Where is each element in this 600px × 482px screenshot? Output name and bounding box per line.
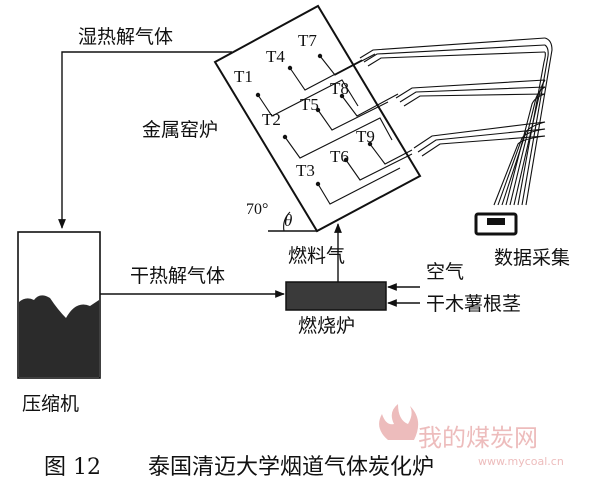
watermark-name: 我的煤炭网 bbox=[418, 424, 538, 452]
thermocouple-wires-internal bbox=[257, 53, 413, 205]
label-data-acquisition: 数据采集 bbox=[494, 247, 570, 269]
label-wet-gas: 湿热解气体 bbox=[78, 26, 173, 48]
label-t5: T5 bbox=[300, 95, 319, 114]
label-theta: θ bbox=[284, 211, 292, 230]
label-burner: 燃烧炉 bbox=[298, 315, 355, 337]
label-compressor: 压缩机 bbox=[22, 393, 79, 415]
label-cassava: 干木薯根茎 bbox=[426, 293, 521, 315]
wet-gas-line bbox=[58, 51, 232, 229]
metal-kiln bbox=[213, 4, 422, 233]
caption-number: 图 12 bbox=[44, 455, 101, 480]
compressor-liquid bbox=[19, 295, 99, 377]
thermocouple-cable-bundle bbox=[359, 37, 553, 206]
angle-arc bbox=[283, 211, 291, 232]
label-t3: T3 bbox=[296, 161, 315, 180]
watermark: 我的煤炭网 www.mycoal.cn bbox=[379, 404, 564, 468]
label-t2: T2 bbox=[262, 110, 281, 129]
label-fuel-gas: 燃料气 bbox=[288, 245, 345, 267]
label-t8: T8 bbox=[330, 79, 349, 98]
label-angle: 70° bbox=[246, 201, 268, 218]
watermark-url: www.mycoal.cn bbox=[478, 455, 564, 468]
probe-tips bbox=[255, 53, 373, 187]
burner bbox=[285, 281, 387, 311]
caption-text: 泰国清迈大学烟道气体炭化炉 bbox=[148, 455, 434, 480]
flame-logo-icon bbox=[379, 404, 419, 440]
label-dry-gas: 干热解气体 bbox=[130, 265, 225, 287]
label-t9: T9 bbox=[356, 127, 375, 146]
label-t7: T7 bbox=[298, 31, 317, 50]
label-air: 空气 bbox=[426, 261, 464, 283]
label-kiln: 金属窑炉 bbox=[142, 119, 218, 141]
label-t6: T6 bbox=[330, 147, 349, 166]
label-t4: T4 bbox=[266, 47, 285, 66]
label-t1: T1 bbox=[234, 67, 253, 86]
